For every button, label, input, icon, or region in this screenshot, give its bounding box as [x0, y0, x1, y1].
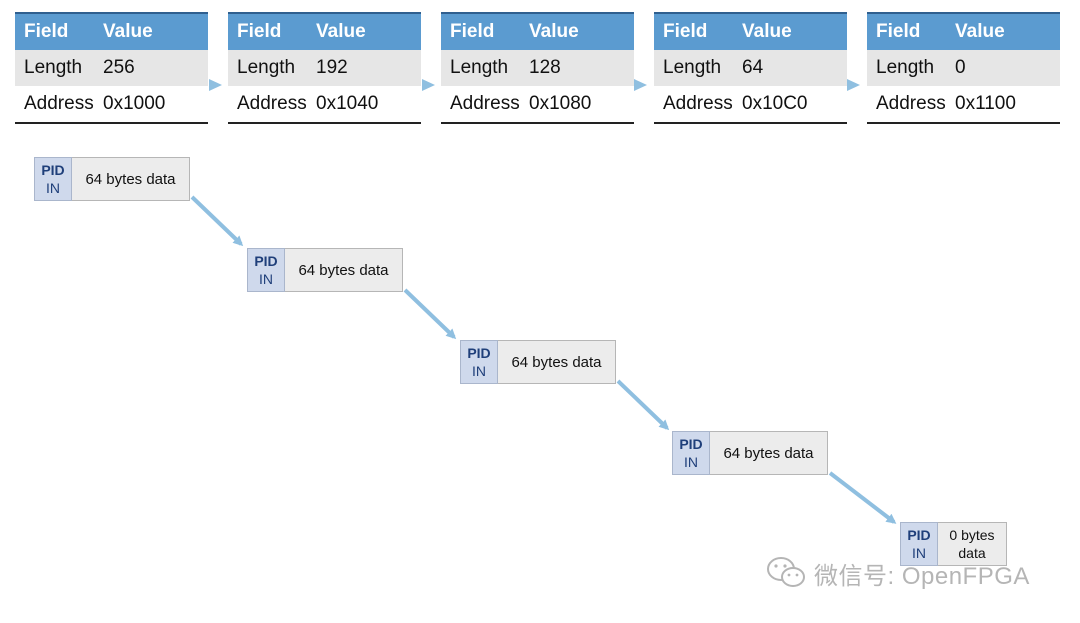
packet-arrow-1 — [190, 195, 244, 247]
data-box: 64 bytes data — [498, 340, 616, 384]
descriptor-table-3: Field Value Length 128 Address 0x1080 — [441, 12, 634, 124]
pid-box: PID IN — [672, 431, 710, 475]
table-row: Length 256 — [15, 50, 208, 86]
pid-label: PID — [41, 162, 65, 178]
pid-box: PID IN — [34, 157, 72, 201]
wechat-icon — [767, 557, 805, 587]
table-arrow-3 — [634, 79, 647, 91]
pid-box: PID IN — [900, 522, 938, 566]
cell-value: 256 — [103, 57, 135, 78]
cell-field: Length — [663, 57, 722, 78]
pid-label: PID — [467, 345, 491, 361]
cell-value: 192 — [316, 57, 348, 78]
pid-box: PID IN — [247, 248, 285, 292]
header-value: Value — [103, 21, 153, 42]
table-row: Length 0 — [867, 50, 1060, 86]
header-value: Value — [955, 21, 1005, 42]
packet-1: PID IN 64 bytes data — [34, 157, 190, 201]
watermark: 微信号: OpenFPGA — [766, 556, 1030, 590]
table-row: Address 0x1080 — [441, 86, 634, 122]
packet-arrow-2 — [403, 288, 457, 340]
table-header: Field Value — [15, 12, 208, 50]
header-value: Value — [529, 21, 579, 42]
data-box: 64 bytes data — [710, 431, 828, 475]
table-header: Field Value — [867, 12, 1060, 50]
cell-field: Address — [450, 93, 520, 114]
table-arrow-4 — [847, 79, 860, 91]
data-box: 64 bytes data — [72, 157, 190, 201]
descriptor-table-5: Field Value Length 0 Address 0x1100 — [867, 12, 1060, 124]
pid-type: IN — [684, 454, 698, 470]
header-field: Field — [876, 21, 921, 42]
cell-value: 0x10C0 — [742, 93, 808, 114]
descriptor-table-1: Field Value Length 256 Address 0x1000 — [15, 12, 208, 124]
cell-value: 0x1100 — [955, 93, 1016, 114]
header-field: Field — [663, 21, 708, 42]
cell-value: 64 — [742, 57, 764, 78]
table-arrow-1 — [209, 79, 222, 91]
table-header: Field Value — [441, 12, 634, 50]
table-header: Field Value — [654, 12, 847, 50]
pid-type: IN — [46, 180, 60, 196]
header-field: Field — [450, 21, 495, 42]
cell-value: 0x1040 — [316, 93, 379, 114]
cell-value: 0x1080 — [529, 93, 592, 114]
watermark-text: 微信号: OpenFPGA — [814, 562, 1030, 590]
pid-type: IN — [912, 545, 926, 561]
data-label-line2: data — [958, 545, 986, 561]
descriptor-table-2: Field Value Length 192 Address 0x1040 — [228, 12, 421, 124]
packet-5: PID IN 0 bytes data — [900, 522, 1007, 566]
cell-field: Address — [24, 93, 94, 114]
header-value: Value — [316, 21, 366, 42]
pid-label: PID — [254, 253, 278, 269]
header-field: Field — [237, 21, 282, 42]
header-value: Value — [742, 21, 792, 42]
cell-field: Length — [237, 57, 296, 78]
cell-value: 0 — [955, 57, 966, 78]
pid-label: PID — [679, 436, 703, 452]
cell-field: Address — [663, 93, 733, 114]
table-header: Field Value — [228, 12, 421, 50]
cell-field: Length — [876, 57, 935, 78]
pid-box: PID IN — [460, 340, 498, 384]
packet-arrow-4 — [828, 471, 897, 524]
table-row: Length 64 — [654, 50, 847, 86]
cell-field: Length — [450, 57, 509, 78]
table-row: Length 128 — [441, 50, 634, 86]
cell-field: Address — [237, 93, 307, 114]
table-row: Length 192 — [228, 50, 421, 86]
packet-arrow-3 — [616, 379, 670, 431]
table-arrow-2 — [422, 79, 435, 91]
descriptor-table-4: Field Value Length 64 Address 0x10C0 — [654, 12, 847, 124]
cell-value: 0x1000 — [103, 93, 166, 114]
pid-type: IN — [472, 363, 486, 379]
pid-label: PID — [907, 527, 931, 543]
packet-4: PID IN 64 bytes data — [672, 431, 828, 475]
data-box: 64 bytes data — [285, 248, 403, 292]
table-row: Address 0x10C0 — [654, 86, 847, 122]
table-row: Address 0x1000 — [15, 86, 208, 122]
cell-value: 128 — [529, 57, 561, 78]
cell-field: Address — [876, 93, 946, 114]
data-box: 0 bytes data — [938, 522, 1007, 566]
data-label-line1: 0 bytes — [949, 527, 995, 543]
packet-3: PID IN 64 bytes data — [460, 340, 616, 384]
pid-type: IN — [259, 271, 273, 287]
header-field: Field — [24, 21, 69, 42]
packet-2: PID IN 64 bytes data — [247, 248, 403, 292]
table-row: Address 0x1040 — [228, 86, 421, 122]
cell-field: Length — [24, 57, 83, 78]
table-row: Address 0x1100 — [867, 86, 1060, 122]
